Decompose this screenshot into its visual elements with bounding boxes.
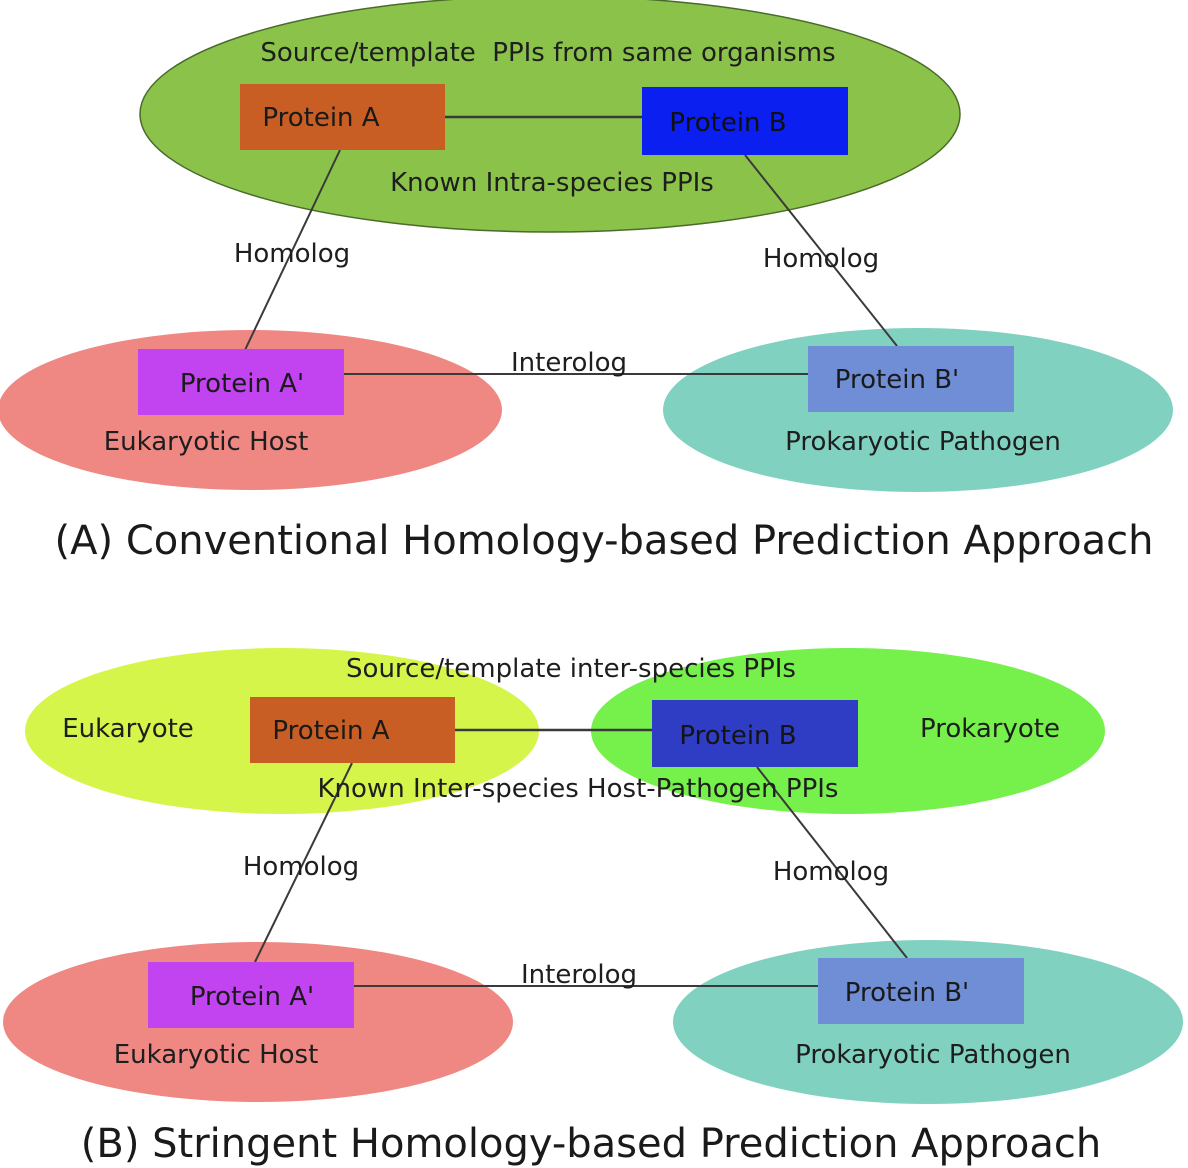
caption-b: (B) Stringent Homology-based Prediction … xyxy=(81,1121,1101,1167)
known-inter-species-label: Known Inter-species Host-Pathogen PPIs xyxy=(318,774,839,804)
homolog-edge-right xyxy=(744,154,898,347)
prokaryotic-pathogen-label: Prokaryotic Pathogen xyxy=(795,1040,1071,1070)
protein-b-box xyxy=(642,87,848,155)
protein-a-prime-label: Protein A' xyxy=(180,369,304,399)
homolog-label-right: Homolog xyxy=(773,857,889,887)
panel-a: Source/template PPIs from same organisms… xyxy=(0,0,1173,564)
protein-a-prime-label: Protein A' xyxy=(190,982,314,1012)
homolog-edge-right xyxy=(756,766,908,959)
eukaryotic-host-label: Eukaryotic Host xyxy=(114,1040,319,1070)
protein-a-box xyxy=(240,84,445,150)
source-label: Source/template PPIs from same organisms xyxy=(260,38,835,68)
protein-b-box xyxy=(652,700,858,767)
interolog-label: Interolog xyxy=(521,960,637,990)
panel-b: Source/template inter-species PPIs Eukar… xyxy=(3,648,1183,1167)
prokaryote-label: Prokaryote xyxy=(920,714,1060,744)
source-label: Source/template inter-species PPIs xyxy=(346,654,796,684)
known-intra-species-label: Known Intra-species PPIs xyxy=(390,168,714,198)
homolog-label-left: Homolog xyxy=(234,239,350,269)
homolog-edge-left xyxy=(244,149,341,351)
homolog-label-left: Homolog xyxy=(243,852,359,882)
protein-a-prime-box xyxy=(138,349,344,415)
eukaryote-label: Eukaryote xyxy=(62,714,194,744)
protein-b-label: Protein B xyxy=(669,108,786,138)
protein-b-prime-box xyxy=(808,346,1014,412)
eukaryotic-host-label: Eukaryotic Host xyxy=(104,427,309,457)
protein-a-label: Protein A xyxy=(272,716,389,746)
protein-b-prime-label: Protein B' xyxy=(835,365,959,395)
protein-b-prime-label: Protein B' xyxy=(845,978,969,1008)
protein-a-box xyxy=(250,697,455,763)
homolog-label-right: Homolog xyxy=(763,244,879,274)
protein-b-prime-box xyxy=(818,958,1024,1024)
caption-a: (A) Conventional Homology-based Predicti… xyxy=(55,518,1154,564)
homolog-edge-left xyxy=(254,762,353,963)
protein-a-label: Protein A xyxy=(262,103,379,133)
protein-a-prime-box xyxy=(148,962,354,1028)
prokaryotic-pathogen-label: Prokaryotic Pathogen xyxy=(785,427,1061,457)
interolog-label: Interolog xyxy=(511,348,627,378)
protein-b-label: Protein B xyxy=(679,721,796,751)
